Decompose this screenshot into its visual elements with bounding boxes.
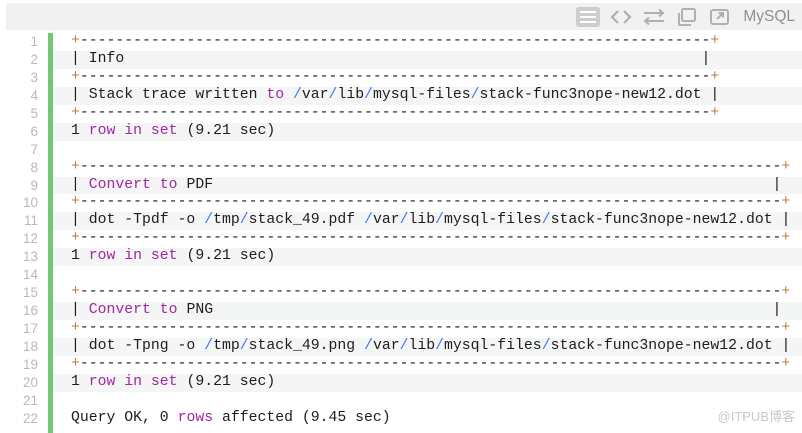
language-label: MySQL xyxy=(743,8,795,25)
line-number: 11 xyxy=(23,213,38,229)
line-number: 4 xyxy=(30,87,38,103)
line-number: 12 xyxy=(22,231,38,247)
open-in-new-icon[interactable] xyxy=(708,6,732,28)
line-number: 19 xyxy=(22,356,38,372)
line-number: 14 xyxy=(22,267,38,283)
line-number: 9 xyxy=(30,177,38,193)
line-number: 13 xyxy=(22,249,38,265)
line-number: 8 xyxy=(30,159,38,175)
line-number: 17 xyxy=(22,321,38,336)
copy-icon[interactable] xyxy=(675,6,699,28)
line-number: 18 xyxy=(22,338,38,354)
code-block-toolbar: MySQL xyxy=(6,3,802,30)
itpub-watermark: @ITPUB博客 xyxy=(717,409,795,424)
code-line: 1 row in set (9.21 sec) xyxy=(53,122,802,141)
code-line: | Convert to PNG | xyxy=(53,302,802,320)
code-line: +---------------------------------------… xyxy=(71,33,720,49)
code-line: Query OK, 0 rows affected (9.45 sec) xyxy=(71,409,391,426)
code-line: +---------------------------------------… xyxy=(71,355,791,372)
line-number: 20 xyxy=(22,374,38,390)
code-line: +---------------------------------------… xyxy=(71,284,791,301)
code-line xyxy=(53,266,802,284)
code-line: +---------------------------------------… xyxy=(71,230,791,247)
line-number: 7 xyxy=(30,141,38,157)
line-number: 2 xyxy=(30,51,38,67)
wrap-icon[interactable] xyxy=(642,6,666,28)
code-line: | Convert to PDF | xyxy=(53,176,802,195)
line-number: 3 xyxy=(30,69,38,85)
line-number: 10 xyxy=(22,195,38,211)
code-line: +---------------------------------------… xyxy=(71,194,791,211)
code-line: 1 row in set (9.21 sec) xyxy=(53,248,802,267)
code-icon[interactable] xyxy=(609,6,633,28)
line-number: 1 xyxy=(30,34,38,49)
code-line xyxy=(53,141,802,159)
line-number: 16 xyxy=(22,303,38,319)
code-lines: +---------------------------------------… xyxy=(53,33,802,433)
line-number: 5 xyxy=(30,105,38,121)
line-number: 6 xyxy=(30,123,38,139)
code-line: | Info | xyxy=(53,50,802,69)
code-line xyxy=(53,392,802,410)
code-line: +---------------------------------------… xyxy=(71,68,720,85)
line-number: 21 xyxy=(22,392,38,408)
line-number: 22 xyxy=(22,410,38,426)
lines-icon[interactable] xyxy=(576,6,601,28)
code-line: 1 row in set (9.21 sec) xyxy=(53,373,802,392)
code-line: | dot -Tpdf -o /tmp/stack_49.pdf /var/li… xyxy=(53,212,802,231)
code-line: +---------------------------------------… xyxy=(71,104,720,121)
code-line: | Stack trace written to /var/lib/mysql-… xyxy=(53,86,802,105)
gutter-divider-bar xyxy=(48,33,53,433)
code-line: | dot -Tpng -o /tmp/stack_49.png /var/li… xyxy=(53,337,802,356)
code-line: +---------------------------------------… xyxy=(71,320,791,336)
code-line: +---------------------------------------… xyxy=(71,158,791,175)
line-number: 15 xyxy=(22,285,38,301)
